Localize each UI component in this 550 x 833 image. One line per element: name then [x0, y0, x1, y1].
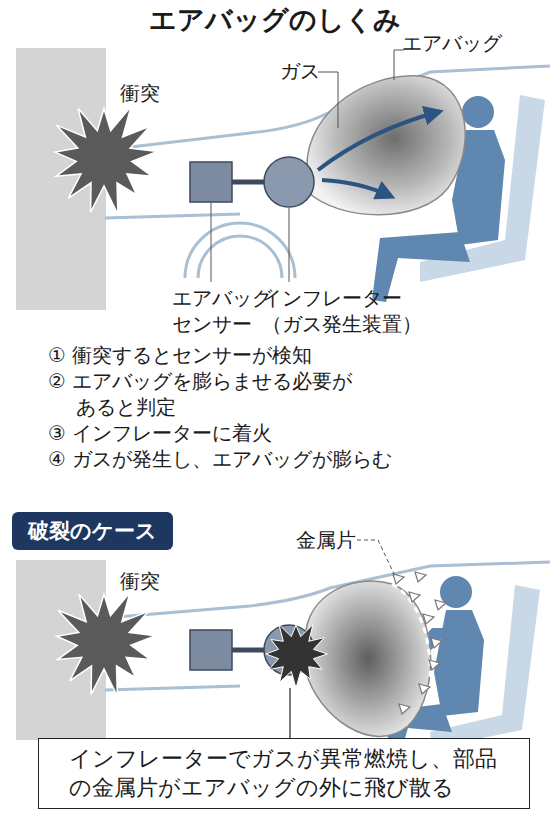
- rupture-line: [392, 584, 430, 680]
- gas-arrow: [322, 180, 390, 196]
- metal-fragments: [393, 572, 446, 714]
- car-body: [105, 214, 240, 218]
- impact-label: 衝突: [120, 568, 160, 594]
- metal-fragment: [423, 614, 434, 624]
- leader-line: [318, 72, 338, 128]
- car-body: [105, 686, 240, 690]
- callout-box: インフレーターでガスが異常燃焼し、部品の金属片がエアバッグの外に飛び散る: [38, 738, 530, 809]
- metal-fragment: [429, 660, 440, 670]
- abnormal-combustion: [266, 625, 328, 688]
- airbag-sensor: [190, 162, 232, 202]
- scene-rupture: [16, 540, 550, 762]
- metal-fragment: [409, 592, 420, 602]
- step-text: ① 衝突するとセンサーが検知: [48, 342, 488, 368]
- node-text: インフレーターでガスが異常燃焼し、部品の金属片がエアバッグの外に飛び散る: [69, 745, 499, 802]
- leader-line: [289, 208, 290, 282]
- airbag: [307, 76, 465, 215]
- metal-fragment: [393, 574, 404, 584]
- impact-label: 衝突: [120, 80, 160, 106]
- airbag-label: エアバッグ: [402, 30, 502, 56]
- wheel-arch: [185, 223, 295, 278]
- step-text: ④ ガスが発生し、エアバッグが膨らむ: [48, 446, 518, 472]
- inflator-label: インフレーター （ガス発生装置）: [262, 285, 428, 337]
- step-text: ② エアバッグを膨らませる必要が あると判定: [48, 368, 408, 420]
- node-text: 破裂のケース: [28, 518, 157, 544]
- metal-fragment: [415, 572, 426, 582]
- wire: [232, 180, 266, 185]
- inflator: [264, 157, 314, 207]
- airbag-sensor: [190, 630, 232, 670]
- step-text: ③ インフレーターに着火: [48, 420, 488, 446]
- wire: [232, 648, 266, 653]
- leader-line: [211, 203, 212, 282]
- airbag: [305, 581, 430, 736]
- scene-normal: [16, 48, 550, 310]
- impact-burst: [57, 592, 156, 696]
- impact-burst: [55, 107, 157, 215]
- gas-label: ガス: [280, 58, 320, 84]
- metal-fragment: [419, 684, 430, 694]
- section-band: 破裂のケース: [12, 512, 173, 550]
- leader-line: [357, 540, 396, 578]
- metal-fragment: [435, 600, 446, 610]
- metal-fragment: [399, 704, 410, 714]
- gas-arrow: [318, 112, 438, 170]
- fragment-label: 金属片: [296, 527, 356, 553]
- leader-line: [289, 688, 290, 738]
- metal-fragment: [431, 638, 442, 648]
